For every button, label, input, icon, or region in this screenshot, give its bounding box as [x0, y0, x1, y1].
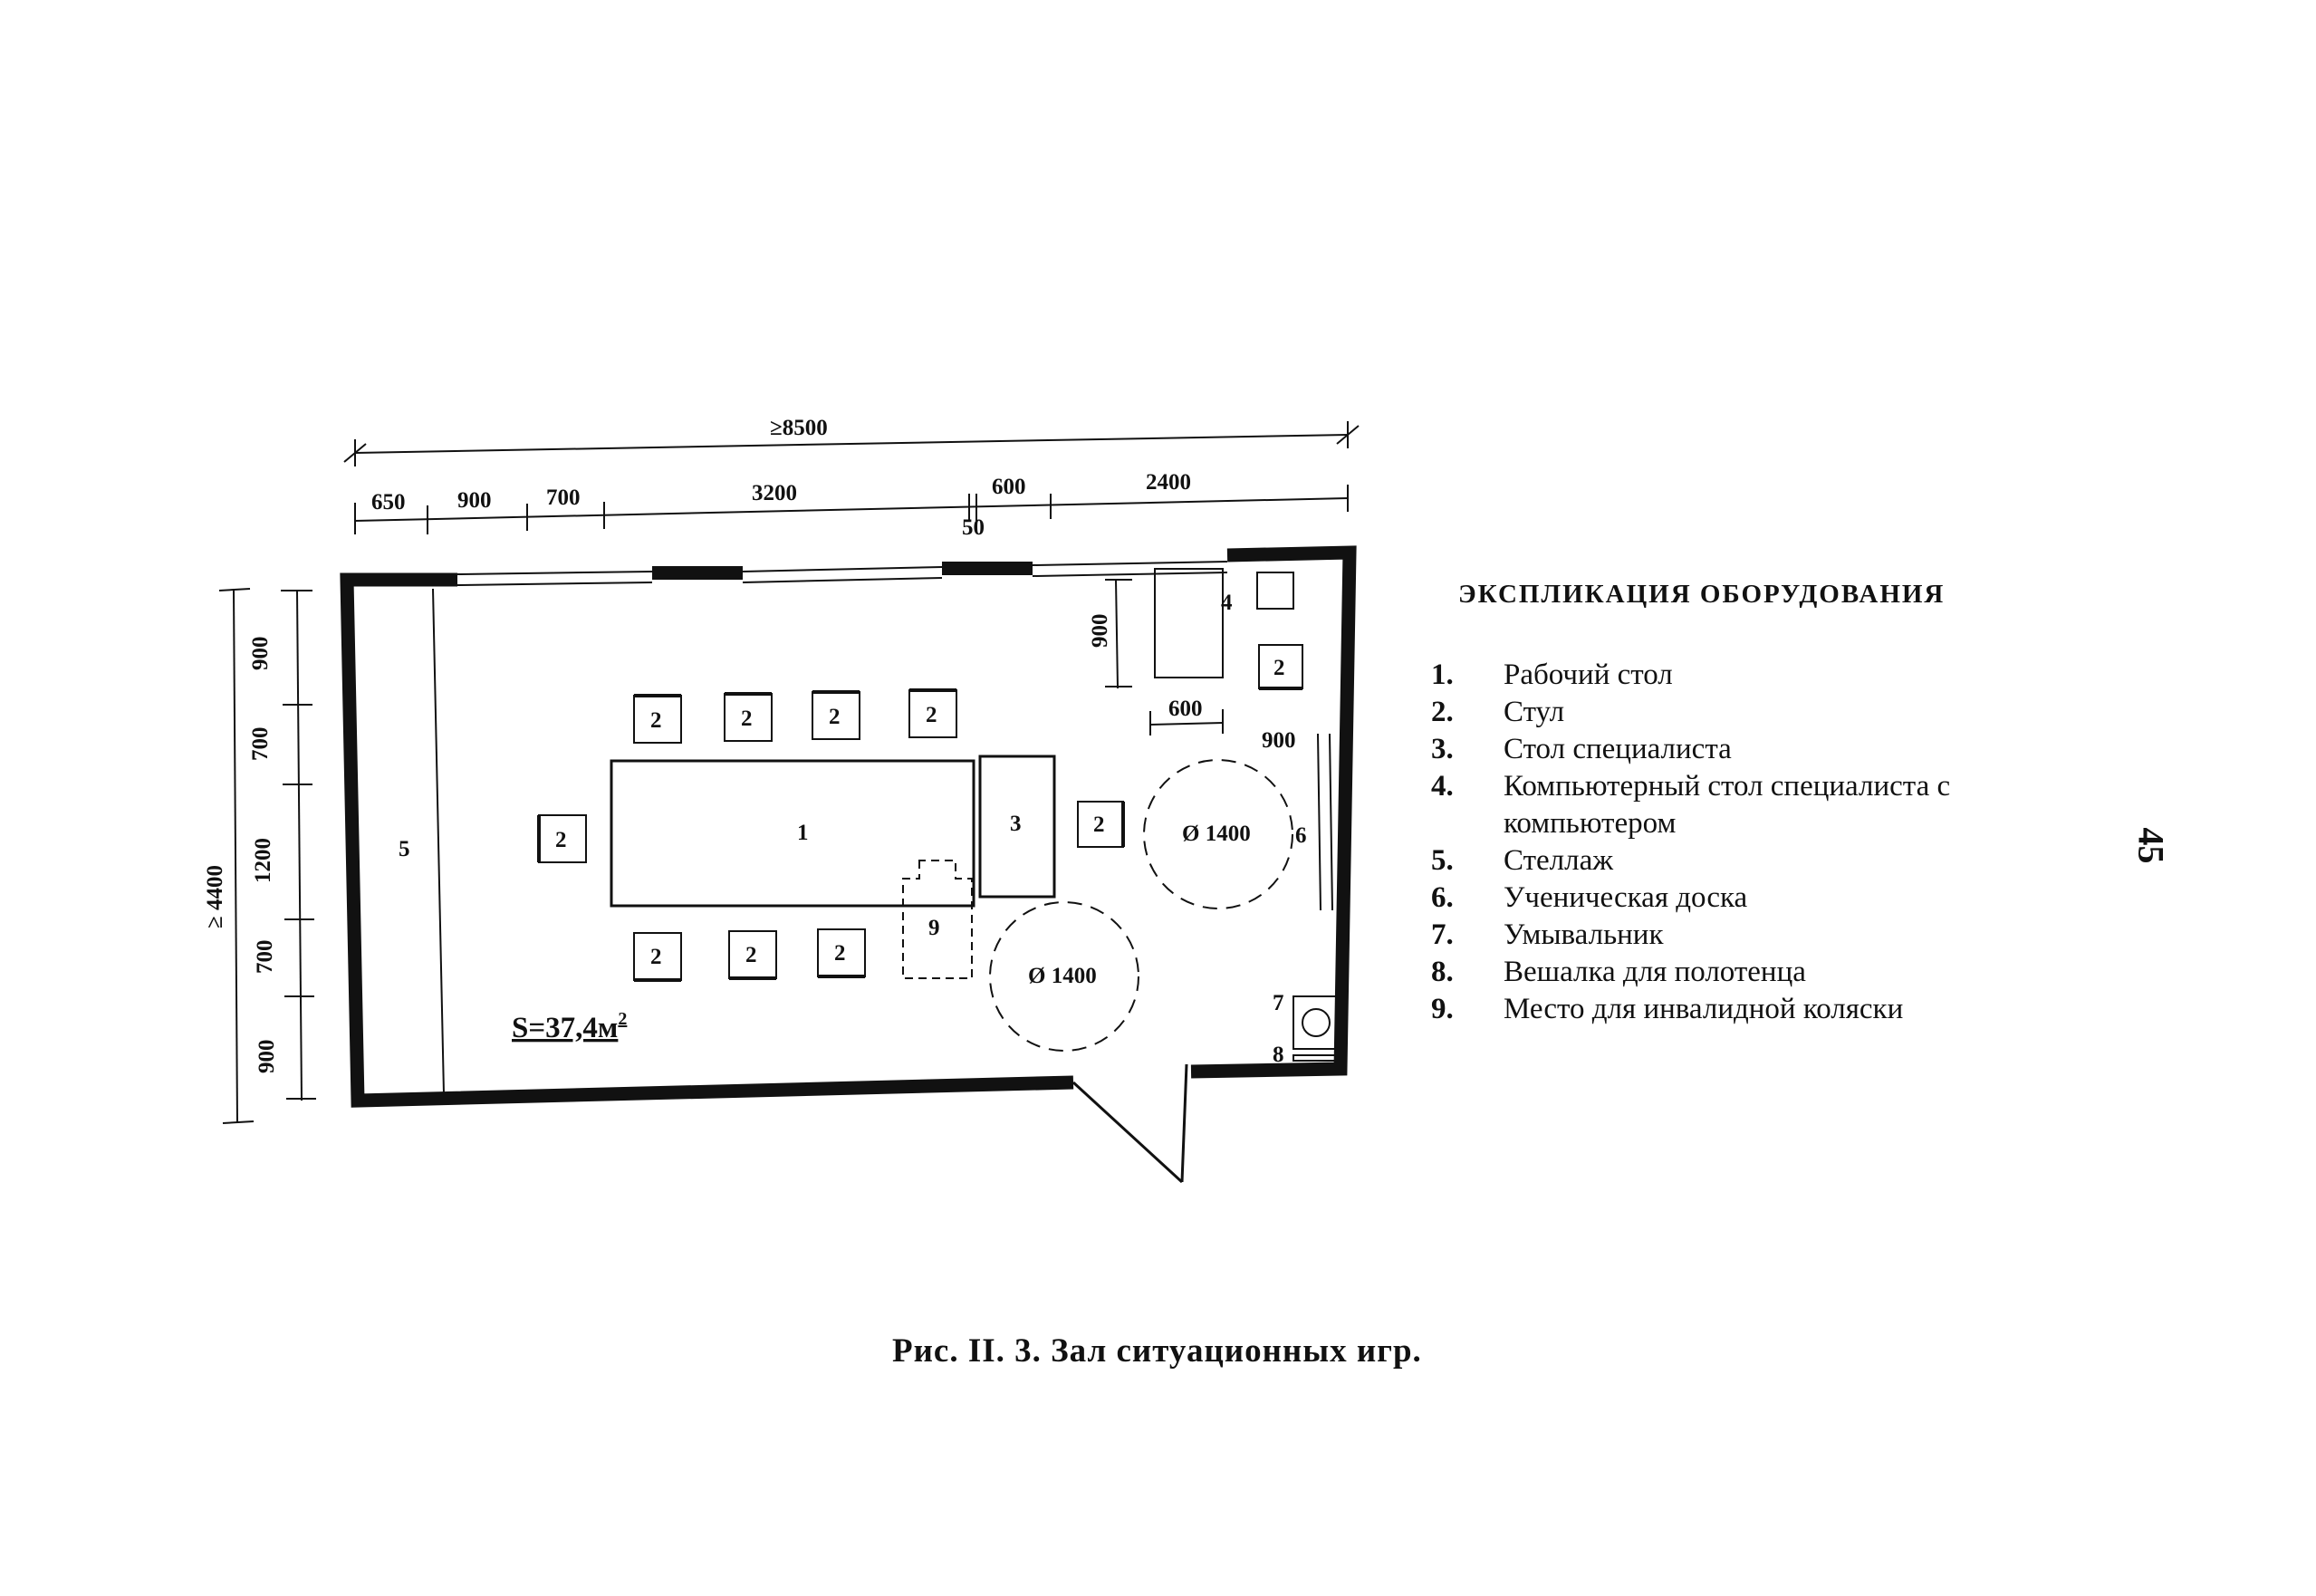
height-1200-label: 1200	[251, 838, 275, 883]
wheelchair-number: 9	[928, 916, 940, 940]
computer-table-number: 4	[1221, 591, 1233, 615]
blackboard-number: 6	[1295, 823, 1307, 848]
work-table	[610, 759, 975, 908]
chair-number: 2	[834, 941, 846, 966]
chair-number: 2	[829, 705, 841, 729]
legend-item: 7.Умывальник	[1431, 918, 1664, 951]
segment-2400-label: 2400	[1146, 470, 1191, 495]
shelving-number: 5	[399, 837, 410, 861]
segment-dimension-line	[354, 497, 1349, 522]
towel-rack	[1293, 1054, 1338, 1062]
legend-list: 1.Рабочий стол 2.Стул 3.Стол специалиста…	[1431, 657, 2083, 1028]
computer-depth-label: 900	[1088, 614, 1112, 649]
height-900-top-label: 900	[248, 637, 273, 671]
legend-item: 6.Ученическая доска	[1431, 881, 1748, 914]
chair-number: 2	[1093, 812, 1105, 837]
height-900-bottom-label: 900	[255, 1040, 279, 1074]
work-table-number: 1	[797, 821, 809, 845]
segment-650-label: 650	[371, 490, 406, 514]
segment-900-label: 900	[457, 488, 492, 513]
circle-diameter-lower: Ø 1400	[1028, 964, 1097, 988]
legend-title: ЭКСПЛИКАЦИЯ ОБОРУДОВАНИЯ	[1458, 580, 1946, 609]
segment-3200-label: 3200	[752, 481, 797, 505]
legend-item: 9.Место для инвалидной коляски	[1431, 993, 1904, 1025]
legend-item: 4.Компьютерный стол специалиста с компью…	[1431, 770, 1951, 840]
towel-rack-number: 8	[1273, 1043, 1284, 1067]
segment-700-label: 700	[546, 486, 581, 510]
board-offset-label: 900	[1262, 728, 1296, 753]
chair-number: 2	[741, 707, 753, 731]
overall-height-dimension-line	[233, 588, 238, 1124]
chair-number: 2	[650, 945, 662, 969]
segment-600-label: 600	[992, 475, 1026, 499]
height-700-upper-label: 700	[248, 727, 273, 762]
legend-item: 1.Рабочий стол	[1431, 659, 1673, 691]
height-segment-dimension-line	[296, 590, 303, 1101]
turning-circle-lower	[989, 901, 1139, 1052]
windows	[456, 561, 1228, 586]
computer-table	[1154, 568, 1224, 678]
chair-number: 2	[1273, 656, 1285, 680]
chairs	[537, 644, 1303, 982]
wheelchair-place	[902, 860, 973, 979]
circle-diameter-upper: Ø 1400	[1182, 822, 1251, 846]
legend-item: 5.Стеллаж	[1431, 844, 1614, 877]
computer-width-label: 600	[1168, 697, 1203, 721]
segment-50-label: 50	[962, 515, 985, 540]
shelving	[432, 588, 445, 1095]
computer-monitor	[1256, 572, 1294, 610]
chair-number: 2	[650, 708, 662, 733]
specialist-table	[978, 755, 1056, 899]
equipment-legend: ЭКСПЛИКАЦИЯ ОБОРУДОВАНИЯ 1.Рабочий стол …	[1431, 580, 2083, 1028]
washbasin	[1293, 995, 1340, 1050]
washbasin-number: 7	[1273, 991, 1284, 1015]
specialist-table-number: 3	[1010, 812, 1022, 836]
chair-number: 2	[745, 943, 757, 967]
height-700-lower-label: 700	[253, 940, 277, 975]
chair-number: 2	[555, 828, 567, 852]
room-walls	[340, 545, 1357, 1108]
page-number: 45	[2130, 827, 2172, 864]
overall-width-label: ≥8500	[770, 416, 828, 440]
door	[1072, 1063, 1188, 1184]
turning-circle-upper	[1143, 759, 1293, 909]
blackboard	[1317, 733, 1333, 911]
legend-item: 3.Стол специалиста	[1431, 733, 1732, 765]
legend-item: 8.Вешалка для полотенца	[1431, 956, 1806, 988]
figure-caption: Рис. II. 3. Зал ситуационных игр.	[892, 1332, 1422, 1370]
overall-width-dimension-line	[354, 434, 1349, 454]
area-label: S=37,4м2	[512, 1009, 627, 1044]
chair-number: 2	[926, 703, 937, 727]
overall-height-label: ≥ 4400	[203, 865, 227, 928]
legend-item: 2.Стул	[1431, 696, 1565, 728]
